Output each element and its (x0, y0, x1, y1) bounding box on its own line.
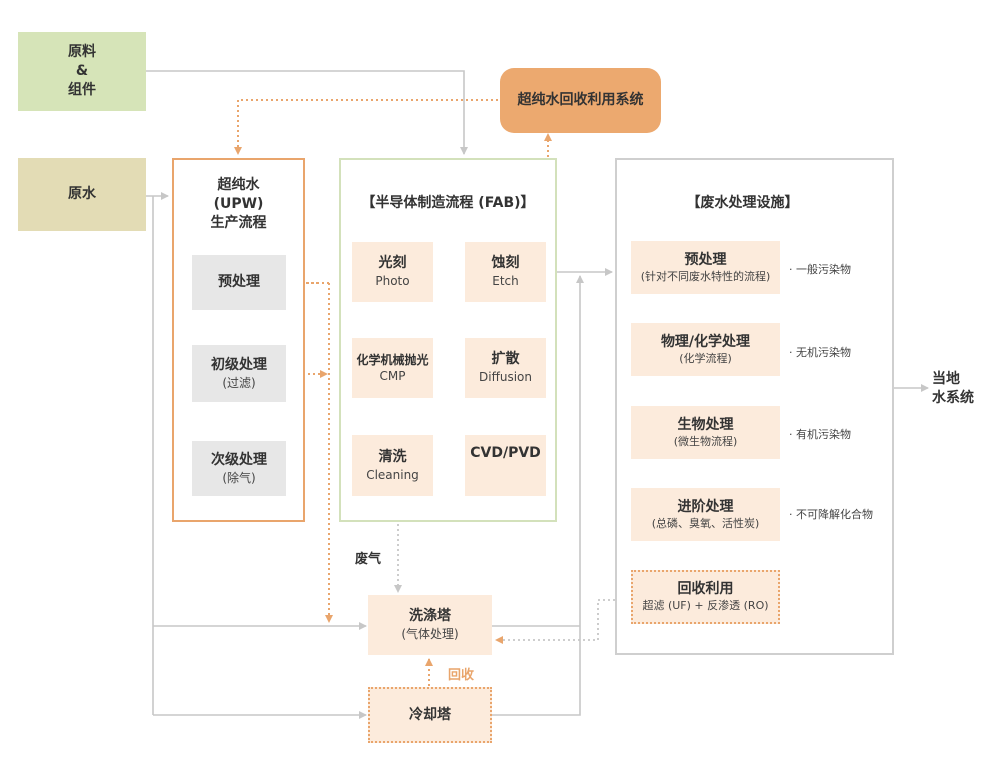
fab-step-title: CVD/PVD (470, 445, 541, 461)
upw-step-title: 预处理 (218, 274, 260, 291)
materials-box: 原料 & 组件 (18, 32, 146, 111)
fab-step-etch: 蚀刻 Etch (465, 242, 546, 302)
scrubber-title: 洗涤塔 (409, 608, 451, 625)
fab-step-sub: Photo (375, 274, 410, 289)
upw-step-sub: (除气) (222, 470, 256, 485)
fab-step-title: 清洗 (378, 448, 407, 465)
upw-title-line-3: 生产流程 (210, 214, 267, 231)
connector-reclaim-scrubber (495, 599, 630, 644)
upw-title-line-2: (UPW) (213, 195, 264, 212)
output-line-2: 水系统 (932, 390, 974, 406)
materials-line-1: 原料 (68, 44, 96, 61)
upw-step-sub: (过滤) (222, 375, 256, 390)
fab-step-cmp: 化学机械抛光 CMP (352, 338, 433, 398)
fab-title: 【半导体制造流程 (FAB)】 (361, 195, 535, 211)
pollutant-note-nondegradable: · 不可降解化合物 (789, 508, 873, 521)
connector-upw-scrubber (290, 282, 329, 622)
ww-step-sub: (化学流程) (679, 351, 732, 365)
upw-title-line-1: 超纯水 (217, 177, 260, 193)
ww-step-biological: 生物处理 (微生物流程) (631, 406, 780, 459)
fab-step-title: 蚀刻 (491, 255, 520, 272)
fab-step-cvd-pvd: CVD/PVD (465, 435, 546, 496)
raw-water-box: 原水 (18, 158, 146, 231)
ww-step-advanced: 进阶处理 (总磷、臭氧、活性炭) (631, 488, 780, 541)
wastewater-title: 【废水处理设施】 (686, 195, 799, 211)
fab-step-title: 扩散 (491, 351, 520, 368)
ww-step-physical-chemical: 物理/化学处理 (化学流程) (631, 323, 780, 376)
pollutant-note-general: · 一般污染物 (789, 263, 851, 276)
ww-step-reclaim: 回收利用 超滤 (UF) + 反渗透 (RO) (631, 570, 780, 624)
fab-step-title: 光刻 (378, 255, 407, 272)
fab-step-sub: Etch (492, 274, 519, 289)
cooling-tower-box: 冷却塔 (368, 687, 492, 743)
fab-step-sub: Cleaning (366, 467, 419, 482)
ww-step-sub: (微生物流程) (673, 434, 738, 448)
upw-step-title: 次级处理 (211, 451, 267, 468)
upw-step-primary: 初级处理 (过滤) (192, 345, 286, 402)
raw-water-label: 原水 (68, 186, 96, 203)
ww-step-sub: (总磷、臭氧、活性炭) (651, 516, 760, 530)
ww-step-title: 进阶处理 (677, 498, 734, 515)
connector-materials-fab (146, 70, 468, 155)
fab-step-cleaning: 清洗 Cleaning (352, 435, 433, 496)
fab-step-sub: CMP (379, 369, 406, 383)
recovery-label: 回收 (448, 668, 475, 683)
fab-step-title: 化学机械抛光 (356, 352, 429, 367)
connector-recycle-upw (234, 99, 498, 155)
fab-step-sub: Diffusion (479, 370, 532, 385)
upw-recycle-label: 超纯水回收利用系统 (517, 92, 644, 109)
fab-step-diffusion: 扩散 Diffusion (465, 338, 546, 398)
ww-step-sub: (针对不同废水特性的流程) (640, 269, 771, 283)
materials-line-2: & (75, 63, 89, 80)
ww-step-title: 回收利用 (677, 581, 734, 598)
connector-return-line (492, 276, 580, 716)
scrubber-box: 洗涤塔 (气体处理) (368, 595, 492, 655)
ww-step-sub: 超滤 (UF) + 反渗透 (RO) (642, 599, 769, 613)
upw-step-secondary: 次级处理 (除气) (192, 441, 286, 496)
ww-step-title: 生物处理 (677, 416, 734, 433)
local-water-system: 当地 水系统 (932, 369, 992, 409)
materials-line-3: 组件 (68, 81, 96, 98)
output-line-1: 当地 (932, 371, 960, 388)
scrubber-sub: (气体处理) (401, 627, 459, 642)
upw-step-pretreatment: 预处理 (192, 255, 286, 310)
ww-step-pretreatment: 预处理 (针对不同废水特性的流程) (631, 241, 780, 294)
ww-step-title: 物理/化学处理 (660, 333, 751, 350)
ww-step-title: 预处理 (684, 251, 727, 268)
cooling-tower-title: 冷却塔 (409, 706, 451, 723)
pollutant-note-inorganic: · 无机污染物 (789, 346, 851, 359)
exhaust-label: 废气 (355, 552, 382, 567)
pollutant-note-organic: · 有机污染物 (789, 428, 851, 441)
fab-step-photo: 光刻 Photo (352, 242, 433, 302)
upw-recycle-system: 超纯水回收利用系统 (500, 68, 661, 133)
upw-step-title: 初级处理 (211, 356, 267, 373)
